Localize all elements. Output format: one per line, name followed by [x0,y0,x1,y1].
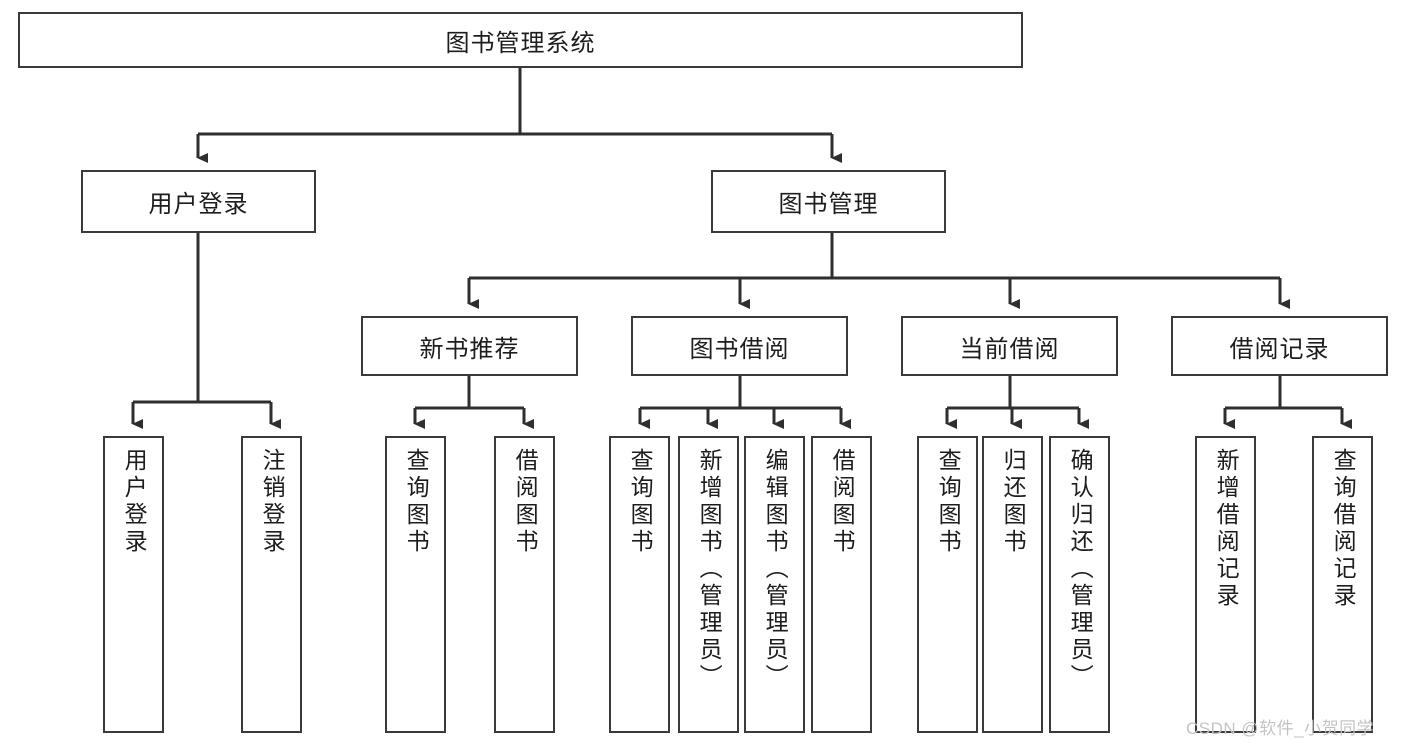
leaf-label: 新增图书（管理员） [696,448,723,691]
node-root-book-management-system[interactable]: 图书管理系统 [18,12,1023,68]
node-book-borrow[interactable]: 图书借阅 [631,316,848,376]
leaf-borrow-book-recommend[interactable]: 借阅图书 [494,436,555,733]
leaf-label: 注销登录 [259,448,286,556]
leaf-label: 查询图书 [935,448,962,556]
node-label: 当前借阅 [959,335,1060,363]
leaf-label: 归还图书 [1000,448,1027,556]
leaf-label: 查询图书 [403,448,430,556]
leaf-label: 用户登录 [121,448,148,556]
leaf-label: 确认归还（管理员） [1067,448,1094,691]
node-current-borrow[interactable]: 当前借阅 [901,316,1118,376]
leaf-label: 借阅图书 [512,448,539,556]
leaf-query-book-current[interactable]: 查询图书 [917,436,978,733]
node-label: 图书管理 [778,191,879,218]
leaf-query-book-recommend[interactable]: 查询图书 [385,436,446,733]
leaf-add-borrow-record[interactable]: 新增借阅记录 [1195,436,1256,733]
node-label: 图书借阅 [689,335,790,363]
leaf-return-book[interactable]: 归还图书 [982,436,1043,733]
leaf-logout[interactable]: 注销登录 [241,436,302,733]
leaf-borrow-book[interactable]: 借阅图书 [811,436,872,733]
leaf-label: 查询图书 [627,448,654,556]
leaf-label: 新增借阅记录 [1213,448,1240,610]
leaf-label: 编辑图书（管理员） [762,448,789,691]
leaf-label: 查询借阅记录 [1330,448,1357,610]
leaf-user-login[interactable]: 用户登录 [103,436,164,733]
leaf-query-borrow-record[interactable]: 查询借阅记录 [1312,436,1373,733]
node-new-book-recommend[interactable]: 新书推荐 [361,316,578,376]
leaf-query-book-borrow[interactable]: 查询图书 [609,436,670,733]
node-label: 新书推荐 [419,335,520,363]
leaf-label: 借阅图书 [829,448,856,556]
leaf-add-book-admin[interactable]: 新增图书（管理员） [678,436,739,733]
leaf-confirm-return-admin[interactable]: 确认归还（管理员） [1049,436,1110,733]
node-user-login[interactable]: 用户登录 [81,170,316,233]
node-book-management[interactable]: 图书管理 [711,170,946,233]
leaf-edit-book-admin[interactable]: 编辑图书（管理员） [744,436,805,733]
node-borrow-record[interactable]: 借阅记录 [1171,316,1388,376]
node-label: 用户登录 [148,191,249,218]
csdn-watermark: CSDN @软件_小贺同学 [1186,719,1375,738]
node-label: 图书管理系统 [445,29,596,57]
node-label: 借阅记录 [1229,335,1330,363]
